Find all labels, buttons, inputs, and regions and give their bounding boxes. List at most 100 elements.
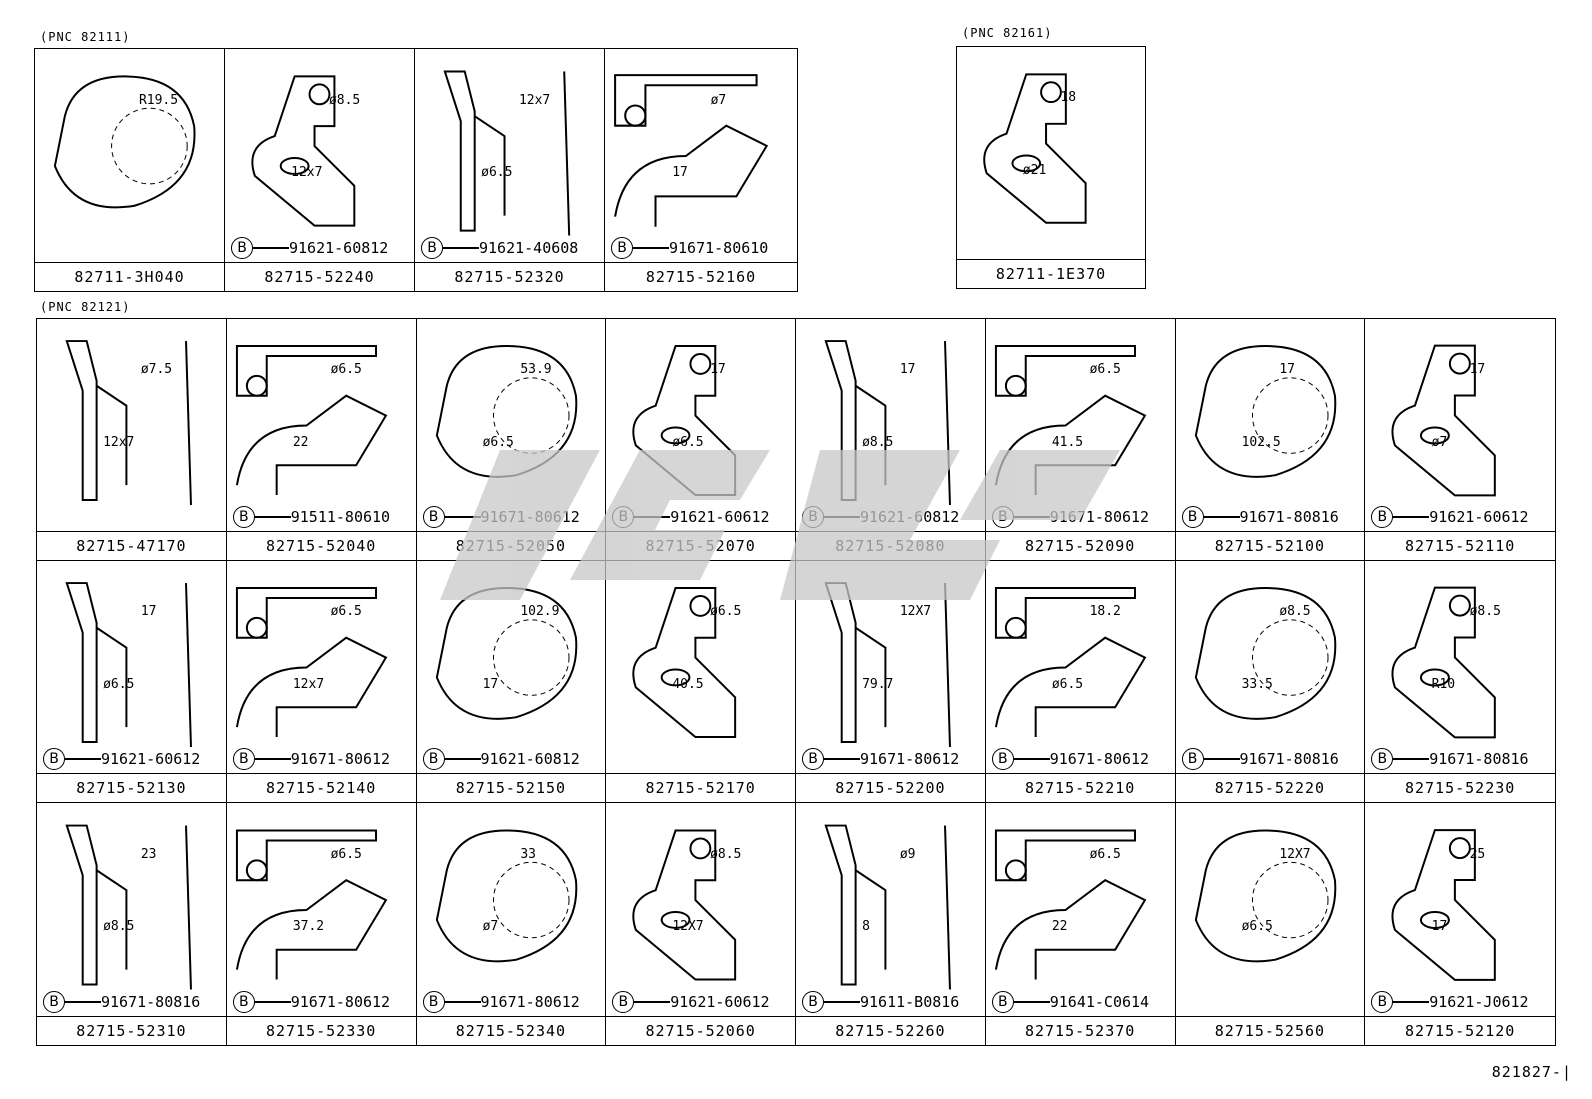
part-drawing bbox=[65, 824, 192, 990]
part-number[interactable]: 82715-52200 bbox=[796, 773, 985, 802]
part-illustration bbox=[415, 49, 604, 263]
part-drawing bbox=[983, 73, 1087, 224]
leader-line bbox=[1203, 516, 1240, 518]
bolt-part-number[interactable]: 91671-80816 bbox=[1239, 750, 1339, 768]
bolt-part-number[interactable]: 91621-60812 bbox=[860, 508, 960, 526]
part-number[interactable]: 82715-52100 bbox=[1175, 531, 1365, 560]
part-number[interactable]: 82715-52110 bbox=[1365, 531, 1555, 560]
dimension-label: R19.5 bbox=[138, 92, 179, 108]
dimension-label: 17 bbox=[1279, 362, 1295, 378]
bolt-part-number[interactable]: 91641-C0614 bbox=[1049, 993, 1150, 1011]
dimension-label: ø6.5 bbox=[330, 604, 362, 620]
part-number[interactable]: 82715-52050 bbox=[416, 531, 606, 560]
dimension-label: 17 bbox=[140, 604, 157, 620]
part-number[interactable]: 82715-52340 bbox=[416, 1016, 606, 1045]
dimension-label: 12X7 bbox=[1279, 846, 1311, 862]
leader-line bbox=[254, 1001, 291, 1003]
leader-line bbox=[444, 1001, 481, 1003]
part-drawing bbox=[614, 74, 769, 227]
part-illustration bbox=[986, 561, 1175, 774]
part-number[interactable]: 82715-52140 bbox=[226, 773, 416, 802]
bolt-symbol-icon: B bbox=[1181, 748, 1204, 770]
leader-line bbox=[444, 516, 481, 518]
bolt-part-number[interactable]: 91621-60612 bbox=[670, 508, 770, 526]
bolt-part-number[interactable]: 91621-J0612 bbox=[1429, 993, 1529, 1011]
bolt-symbol-icon: B bbox=[612, 506, 635, 528]
bolt-symbol-icon: B bbox=[991, 748, 1014, 770]
bolt-part-number[interactable]: 91671-80612 bbox=[860, 750, 960, 768]
bolt-part-number[interactable]: 91621-40608 bbox=[479, 239, 579, 257]
part-number[interactable]: 82715-52060 bbox=[606, 1016, 795, 1045]
part-number[interactable]: 82715-52130 bbox=[37, 773, 226, 802]
bolt-part-number[interactable]: 91621-60812 bbox=[289, 239, 389, 257]
dimension-label: 33.5 bbox=[1241, 676, 1273, 692]
part-number[interactable]: 82715-52170 bbox=[606, 773, 795, 802]
bolt-part-number[interactable]: 91671-80612 bbox=[290, 750, 391, 768]
part-illustration bbox=[605, 49, 797, 263]
bolt-symbol-icon: B bbox=[1181, 506, 1204, 528]
bolt-part-number[interactable]: 91671-80816 bbox=[101, 993, 201, 1011]
dimension-label: ø8.5 bbox=[1469, 604, 1501, 620]
part-number[interactable]: 82715-52320 bbox=[415, 262, 604, 291]
part-number[interactable]: 82715-52370 bbox=[985, 1016, 1175, 1045]
part-number[interactable]: 82715-52120 bbox=[1365, 1016, 1555, 1045]
bolt-part-number[interactable]: 91671-80612 bbox=[1049, 508, 1150, 526]
dimension-label: ø6.5 bbox=[481, 165, 513, 181]
part-illustration bbox=[606, 319, 795, 532]
part-number[interactable]: 82715-52310 bbox=[37, 1016, 226, 1045]
bolt-part-number[interactable]: 91621-60612 bbox=[1429, 508, 1529, 526]
part-number[interactable]: 82711-3H040 bbox=[35, 262, 224, 291]
dimension-label: ø21 bbox=[1022, 162, 1047, 178]
leader-line bbox=[254, 516, 291, 518]
bolt-part-number[interactable]: 91671-80612 bbox=[480, 993, 580, 1011]
bolt-part-number[interactable]: 91671-80816 bbox=[1429, 750, 1529, 768]
leader-line bbox=[65, 758, 101, 760]
part-number[interactable]: 82715-52230 bbox=[1365, 773, 1555, 802]
leader-line bbox=[254, 758, 291, 760]
leader-line bbox=[824, 758, 860, 760]
part-number[interactable]: 82715-47170 bbox=[37, 531, 226, 560]
part-number[interactable]: 82715-52040 bbox=[226, 531, 416, 560]
part-number[interactable]: 82715-52210 bbox=[985, 773, 1175, 802]
part-number[interactable]: 82715-52080 bbox=[796, 531, 985, 560]
dimension-label: ø8.5 bbox=[710, 846, 742, 862]
part-number[interactable]: 82715-52240 bbox=[225, 262, 414, 291]
part-number[interactable]: 82715-52070 bbox=[606, 531, 795, 560]
bolt-part-number[interactable]: 91621-60612 bbox=[101, 750, 201, 768]
bolt-part-number[interactable]: 91511-80610 bbox=[290, 508, 391, 526]
part-number[interactable]: 82715-52560 bbox=[1175, 1016, 1365, 1045]
dimension-label: ø6.5 bbox=[710, 604, 742, 620]
bolt-part-number[interactable]: 91621-60812 bbox=[480, 750, 580, 768]
dimension-label: 12x7 bbox=[291, 165, 323, 181]
part-number[interactable]: 82715-52220 bbox=[1175, 773, 1365, 802]
bolt-part-number[interactable]: 91671-80612 bbox=[1049, 750, 1150, 768]
part-number[interactable]: 82711-1E370 bbox=[957, 259, 1145, 288]
bolt-part-number[interactable]: 91621-60612 bbox=[670, 993, 770, 1011]
bolt-part-number[interactable]: 91671-80610 bbox=[669, 239, 769, 257]
bolt-symbol-icon: B bbox=[802, 748, 824, 770]
part-number[interactable]: 82715-52260 bbox=[796, 1016, 985, 1045]
part-number[interactable]: 82715-52090 bbox=[985, 531, 1175, 560]
bolt-part-number[interactable]: 91611-B0816 bbox=[860, 993, 960, 1011]
bolt-part-number[interactable]: 91671-80612 bbox=[290, 993, 391, 1011]
dimension-label: 33 bbox=[520, 846, 536, 862]
part-number[interactable]: 82715-52330 bbox=[226, 1016, 416, 1045]
part-drawing bbox=[1391, 829, 1497, 981]
dimension-label: 17 bbox=[482, 676, 499, 692]
part-number[interactable]: 82715-52150 bbox=[416, 773, 606, 802]
leader-line bbox=[634, 1001, 671, 1003]
part-number[interactable]: 82715-52160 bbox=[605, 262, 797, 291]
dimension-label: 17 bbox=[1431, 919, 1448, 935]
bolt-part-number[interactable]: 91671-80816 bbox=[1239, 508, 1339, 526]
bolt-part-number[interactable]: 91671-80612 bbox=[480, 508, 580, 526]
